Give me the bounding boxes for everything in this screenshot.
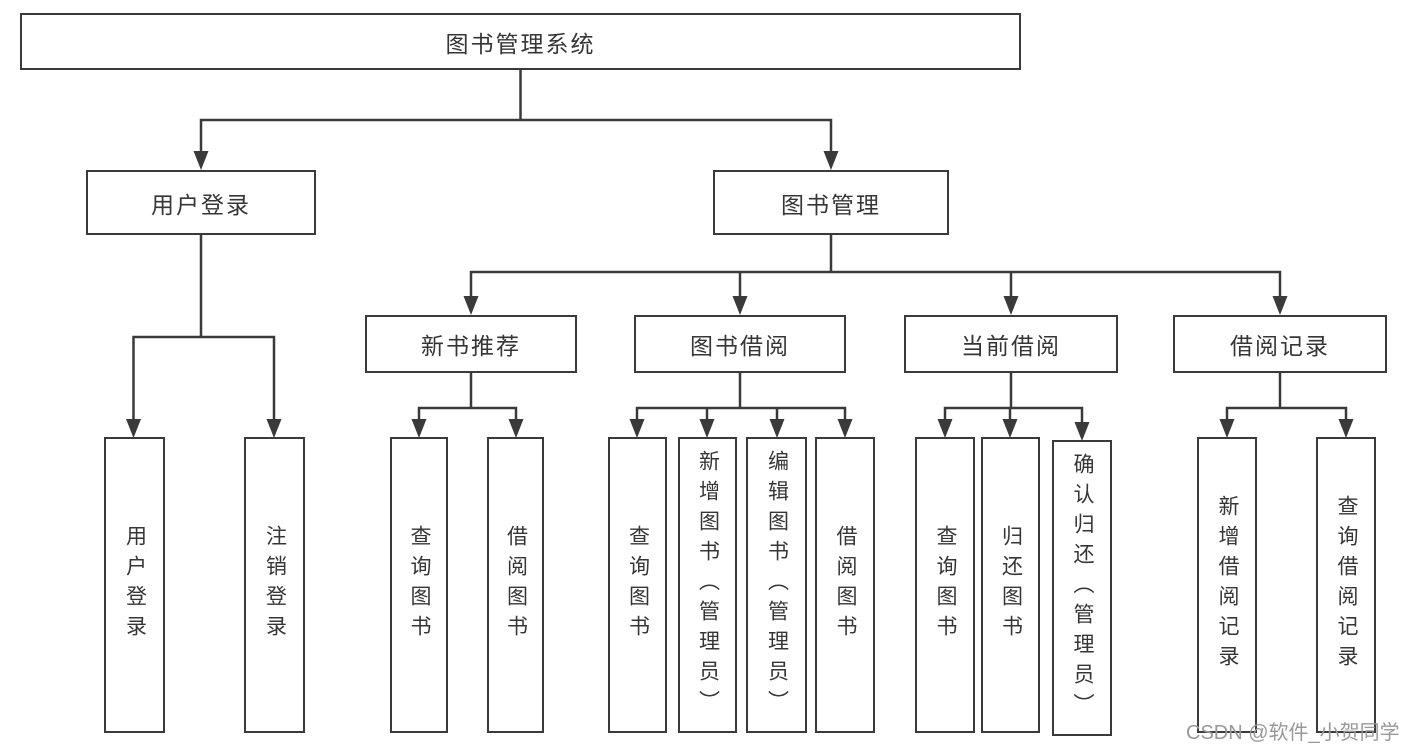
leaf-logout-label: 注销登录 [263, 525, 287, 645]
leaf-borrow-books: 借阅图书 [815, 437, 875, 733]
node-book-borrow: 图书借阅 [634, 315, 846, 373]
leaf-recommend-borrow-books: 借阅图书 [487, 437, 544, 733]
leaf-edit-book-admin: 编辑图书（管理员） [746, 437, 807, 733]
leaf-borrow-query-books: 查询图书 [608, 437, 667, 733]
node-current-borrow: 当前借阅 [904, 315, 1118, 373]
watermark: CSDN @软件_小贺同学 [1186, 722, 1400, 744]
leaf-borrow-query-books-label: 查询图书 [626, 525, 650, 645]
node-book-management: 图书管理 [713, 170, 949, 235]
arrowhead-icons [126, 151, 1354, 441]
node-current-borrow-label: 当前借阅 [961, 333, 1061, 359]
leaf-query-borrow-record: 查询借阅记录 [1316, 437, 1376, 733]
node-new-book-recommend-label: 新书推荐 [421, 333, 521, 359]
node-user-login: 用户登录 [86, 170, 316, 235]
leaf-current-query-books: 查询图书 [915, 437, 975, 733]
node-book-management-label: 图书管理 [781, 191, 881, 218]
leaf-borrow-books-label: 借阅图书 [834, 525, 857, 645]
node-borrow-records-label: 借阅记录 [1230, 333, 1330, 359]
leaf-user-login-label: 用户登录 [123, 525, 147, 645]
node-borrow-records: 借阅记录 [1173, 315, 1387, 373]
leaf-add-book-admin: 新增图书（管理员） [678, 437, 737, 733]
node-root: 图书管理系统 [20, 13, 1021, 70]
leaf-confirm-return-admin-label: 确认归还（管理员） [1071, 453, 1094, 723]
leaf-recommend-borrow-books-label: 借阅图书 [504, 525, 528, 645]
leaf-add-borrow-record: 新增借阅记录 [1197, 437, 1257, 733]
leaf-user-login: 用户登录 [104, 437, 165, 733]
leaf-recommend-query-books: 查询图书 [390, 437, 448, 733]
leaf-return-book: 归还图书 [981, 437, 1040, 733]
leaf-edit-book-admin-label: 编辑图书（管理员） [765, 450, 789, 720]
node-root-label: 图书管理系统 [445, 30, 596, 57]
connector-lines [132, 70, 1348, 424]
leaf-recommend-query-books-label: 查询图书 [408, 525, 431, 645]
node-new-book-recommend: 新书推荐 [365, 315, 577, 373]
node-user-login-label: 用户登录 [151, 191, 251, 218]
node-book-borrow-label: 图书借阅 [690, 333, 790, 359]
leaf-add-borrow-record-label: 新增借阅记录 [1216, 495, 1239, 675]
leaf-add-book-admin-label: 新增图书（管理员） [696, 450, 720, 720]
leaf-current-query-books-label: 查询图书 [934, 525, 957, 645]
leaf-query-borrow-record-label: 查询借阅记录 [1335, 495, 1358, 675]
leaf-logout: 注销登录 [244, 437, 305, 733]
leaf-confirm-return-admin: 确认归还（管理员） [1052, 440, 1112, 736]
leaf-return-book-label: 归还图书 [999, 525, 1023, 645]
